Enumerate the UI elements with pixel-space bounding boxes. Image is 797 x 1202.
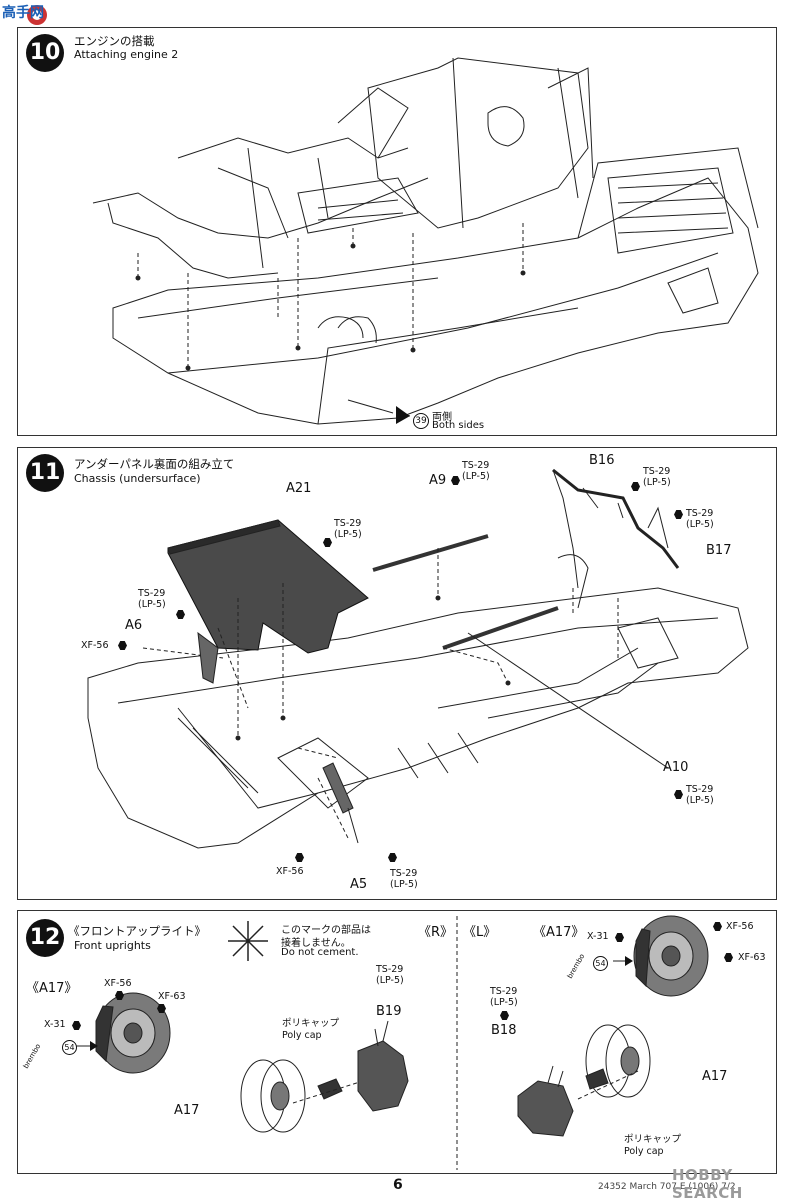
paint-hex-icon bbox=[72, 1021, 81, 1030]
polycap-en: Poly cap bbox=[282, 1030, 322, 1041]
part-a6-label: A6 bbox=[125, 618, 143, 633]
part-a9-label: A9 bbox=[429, 473, 447, 488]
cement-note-en: Do not cement. bbox=[281, 947, 359, 958]
note-jp: 両側 bbox=[432, 412, 452, 423]
undersurface-illustration bbox=[87, 468, 749, 849]
paint-hex-icon bbox=[157, 1004, 166, 1013]
paint-ts29: TS-29 bbox=[643, 466, 671, 477]
paint-hex-icon bbox=[118, 641, 127, 650]
paint-hex-icon bbox=[724, 953, 733, 962]
step-number: 10 bbox=[26, 34, 64, 72]
paint-lp5: (LP-5) bbox=[686, 519, 714, 530]
paint-ts29: TS-29 bbox=[390, 868, 418, 879]
paint-hex-icon bbox=[631, 482, 640, 491]
paint-lp5: (LP-5) bbox=[390, 879, 418, 890]
step-title-jp: 《フロントアップライト》 bbox=[68, 924, 206, 938]
a17-heading-l: 《A17》 bbox=[533, 925, 585, 940]
watermark-logo: 高手网 bbox=[0, 0, 72, 34]
part-a21-label: A21 bbox=[286, 481, 312, 496]
paint-hex-icon bbox=[323, 538, 332, 547]
step-title-en: Attaching engine 2 bbox=[74, 48, 179, 61]
paint-lp5: (LP-5) bbox=[686, 795, 714, 806]
paint-hex-icon bbox=[500, 1011, 509, 1020]
ref-number: 54 bbox=[64, 1043, 75, 1052]
paint-lp5: (LP-5) bbox=[376, 975, 404, 986]
paint-ts29: TS-29 bbox=[138, 588, 166, 599]
paint-xf56: XF-56 bbox=[81, 640, 109, 651]
paint-ts29: TS-29 bbox=[686, 508, 714, 519]
ref-number: 54 bbox=[595, 959, 606, 968]
step-number: 11 bbox=[26, 454, 64, 492]
right-side-mark: 《R》 bbox=[418, 925, 454, 940]
paint-x31: X-31 bbox=[44, 1019, 66, 1030]
part-b17-label: B17 bbox=[706, 543, 732, 558]
ref-number: 39 bbox=[415, 416, 427, 426]
paint-lp5: (LP-5) bbox=[462, 471, 490, 482]
paint-ts29: TS-29 bbox=[462, 460, 490, 471]
cement-note-jp-1: このマークの部品は bbox=[281, 925, 371, 936]
part-b16-label: B16 bbox=[589, 453, 615, 468]
paint-hex-icon bbox=[713, 922, 722, 931]
paint-lp5: (LP-5) bbox=[334, 529, 362, 540]
ref-circle: 54 bbox=[62, 1040, 77, 1055]
watermark-text: HOBBY SEARCH bbox=[672, 1166, 743, 1202]
step-title-en: Chassis (undersurface) bbox=[74, 472, 201, 485]
footer-code: 24352 March 707 E (1006) 7/2 bbox=[598, 1182, 736, 1192]
paint-xf63: XF-63 bbox=[738, 952, 766, 963]
paint-xf56: XF-56 bbox=[726, 921, 754, 932]
paint-x31: X-31 bbox=[587, 931, 609, 942]
step-12-panel: 12 《フロントアップライト》 Front uprights このマークの部品は… bbox=[17, 910, 777, 1174]
paint-hex-icon bbox=[388, 853, 397, 862]
paint-lp5: (LP-5) bbox=[138, 599, 166, 610]
part-a17-label: A17 bbox=[174, 1103, 200, 1118]
paint-xf56: XF-56 bbox=[276, 866, 304, 877]
part-a5-label: A5 bbox=[350, 877, 368, 892]
engine-chassis-illustration bbox=[92, 57, 759, 425]
ref-circle: 54 bbox=[593, 956, 608, 971]
note-en: Both sides bbox=[432, 420, 485, 431]
paint-ts29: TS-29 bbox=[490, 986, 518, 997]
paint-hex-icon bbox=[115, 991, 124, 1000]
polycap-en: Poly cap bbox=[624, 1146, 664, 1157]
a17-heading-r: 《A17》 bbox=[26, 981, 78, 996]
page-number: 6 bbox=[393, 1177, 403, 1193]
ref-circle: 39 bbox=[413, 413, 429, 429]
paint-hex-icon bbox=[176, 610, 185, 619]
part-b18-label: B18 bbox=[491, 1023, 517, 1038]
paint-ts29: TS-29 bbox=[376, 964, 404, 975]
paint-xf63: XF-63 bbox=[158, 991, 186, 1002]
paint-hex-icon bbox=[615, 933, 624, 942]
watermark-logo-text: 高手网 bbox=[2, 5, 44, 21]
paint-lp5: (LP-5) bbox=[643, 477, 671, 488]
paint-ts29: TS-29 bbox=[686, 784, 714, 795]
step-11-panel: 11 アンダーパネル裏面の組み立て Chassis (undersurface)… bbox=[17, 447, 777, 900]
paint-hex-icon bbox=[674, 510, 683, 519]
polycap-jp: ポリキャップ bbox=[282, 1018, 340, 1029]
step-title-en: Front uprights bbox=[74, 939, 151, 952]
polycap-jp: ポリキャップ bbox=[624, 1134, 682, 1145]
step-title-jp: エンジンの搭載 bbox=[74, 34, 155, 48]
paint-ts29: TS-29 bbox=[334, 518, 362, 529]
step-title-jp: アンダーパネル裏面の組み立て bbox=[74, 457, 235, 471]
paint-hex-icon bbox=[674, 790, 683, 799]
part-a17-label: A17 bbox=[702, 1069, 728, 1084]
paint-lp5: (LP-5) bbox=[490, 997, 518, 1008]
part-a10-label: A10 bbox=[663, 760, 689, 775]
cement-note-jp-2: 接着しません。 bbox=[281, 938, 351, 949]
step-10-panel: 10 エンジンの搭載 Attaching engine 2 39 両側 Both… bbox=[17, 27, 777, 436]
paint-xf56: XF-56 bbox=[104, 978, 132, 989]
part-b19-label: B19 bbox=[376, 1004, 402, 1019]
left-side-mark: 《L》 bbox=[463, 925, 497, 940]
paint-hex-icon bbox=[451, 476, 460, 485]
paint-hex-icon bbox=[295, 853, 304, 862]
front-uprights-illustration bbox=[76, 915, 709, 1170]
step-number: 12 bbox=[26, 919, 64, 957]
